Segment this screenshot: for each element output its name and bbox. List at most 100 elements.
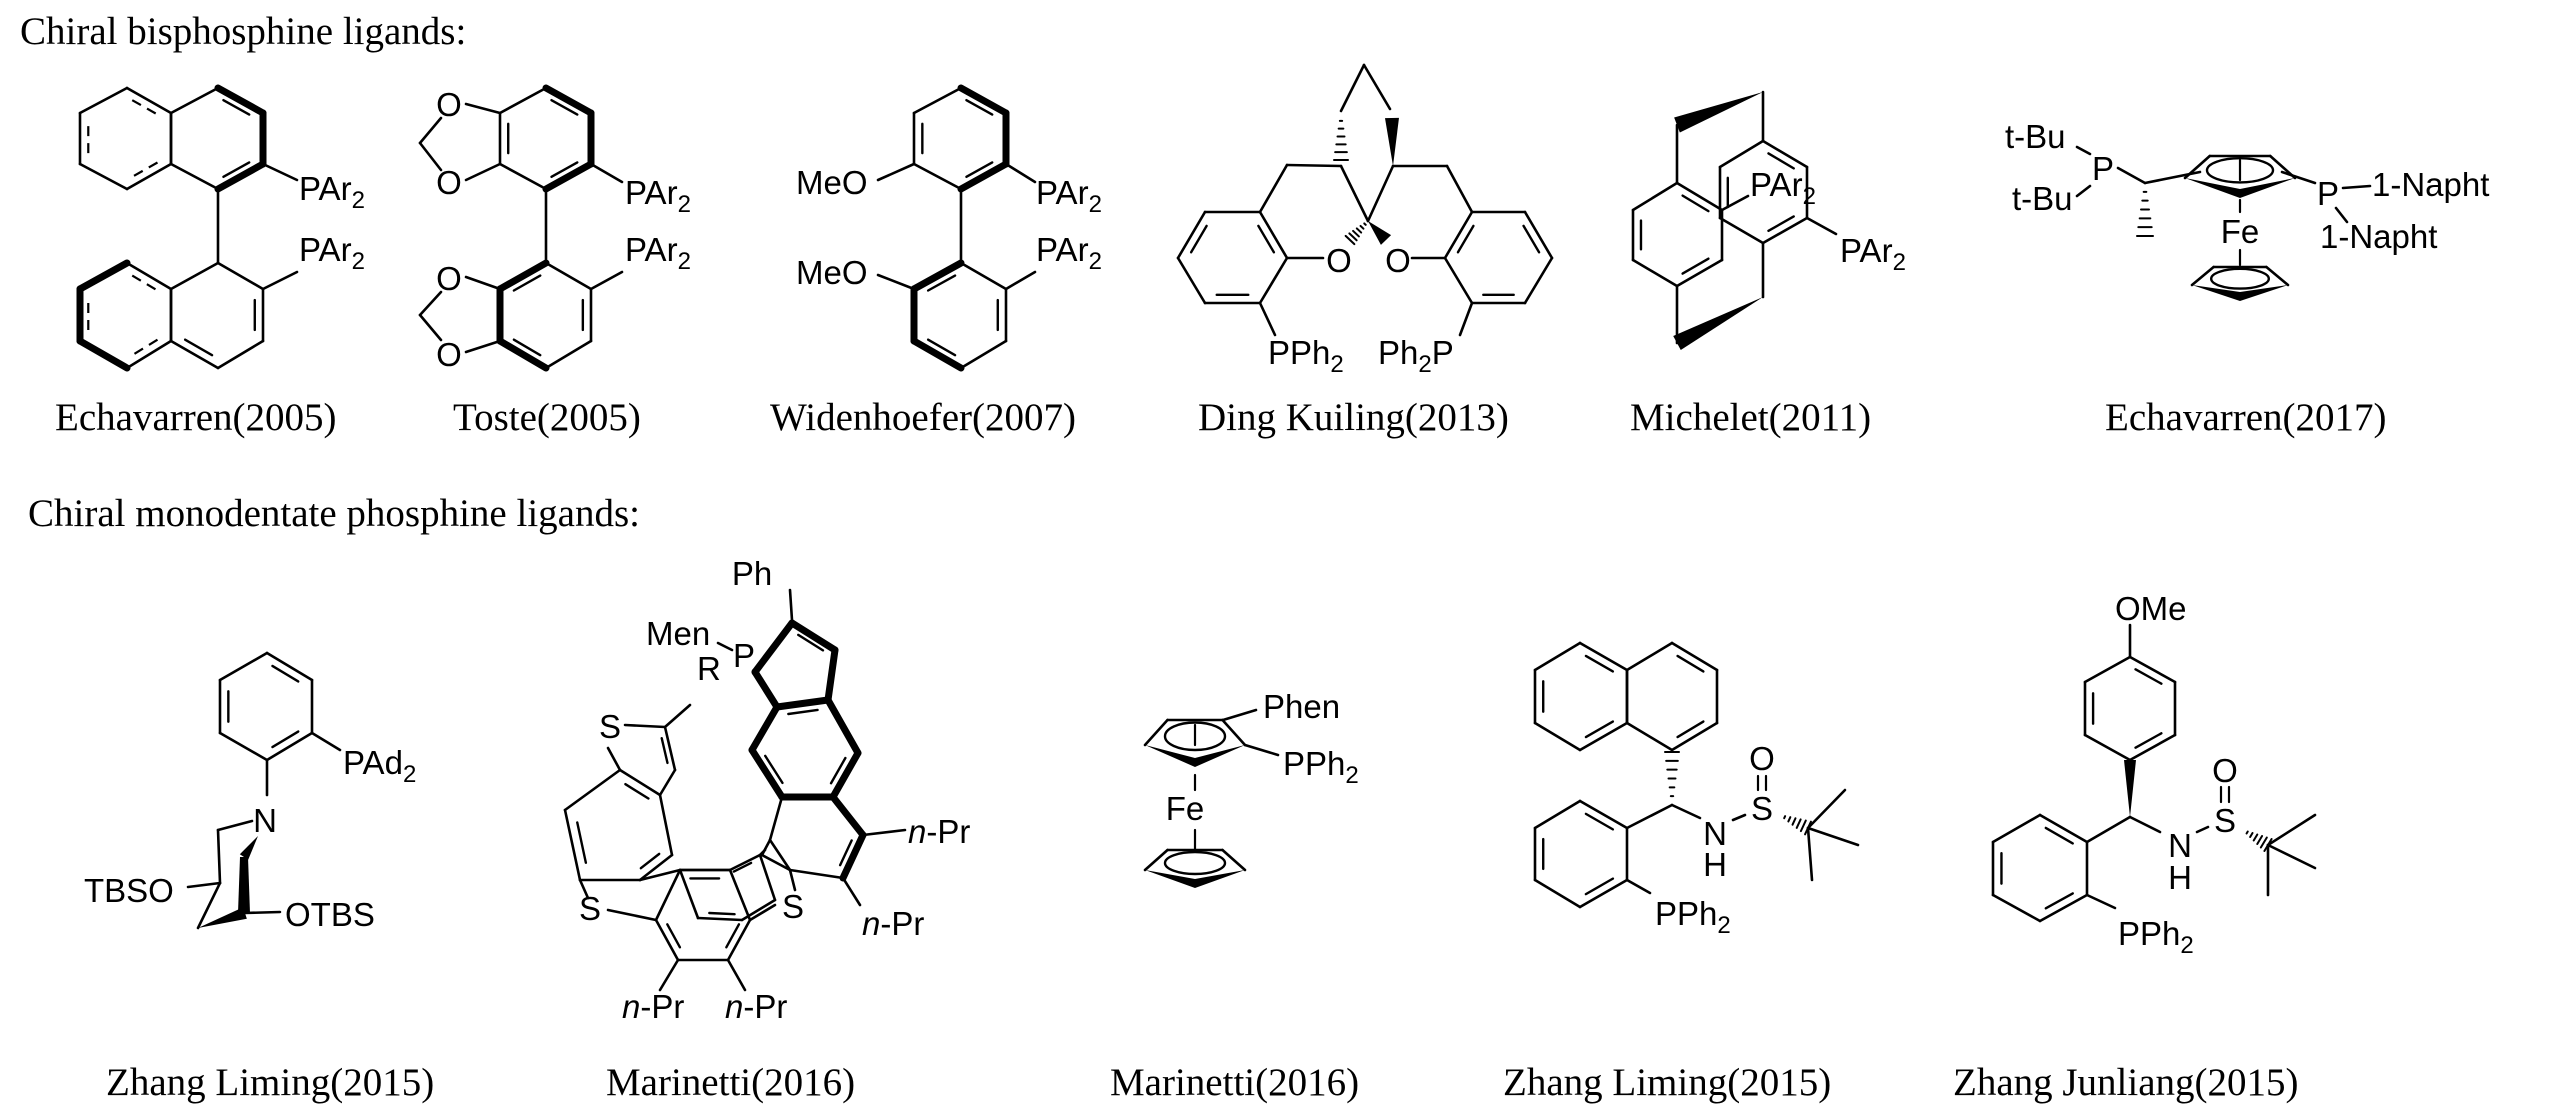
bond bbox=[758, 853, 777, 902]
bond bbox=[663, 725, 677, 772]
bond bbox=[125, 86, 173, 115]
bond bbox=[1806, 826, 1860, 847]
bond bbox=[2256, 834, 2264, 846]
bond bbox=[957, 160, 1010, 193]
bond bbox=[1443, 210, 1474, 260]
bond bbox=[728, 853, 762, 872]
bond bbox=[578, 878, 590, 900]
caption-zhang-liming-2015-a: Zhang Liming(2015) bbox=[106, 1061, 435, 1104]
bond bbox=[2341, 184, 2372, 190]
bond bbox=[542, 160, 595, 193]
bond bbox=[1258, 163, 1289, 214]
bond bbox=[183, 338, 214, 357]
nitrogen-label: N bbox=[253, 802, 277, 839]
bond bbox=[788, 588, 794, 622]
bond bbox=[841, 876, 862, 907]
bond bbox=[196, 881, 222, 930]
cp-front-edge bbox=[2192, 285, 2288, 301]
bond bbox=[1767, 215, 1795, 233]
section-heading-bisphosphine: Chiral bisphosphine ligands: bbox=[20, 10, 467, 53]
bond bbox=[2183, 154, 2212, 180]
bond bbox=[663, 703, 692, 729]
bond bbox=[216, 819, 254, 832]
bond bbox=[654, 918, 680, 962]
bond bbox=[169, 86, 220, 115]
bond bbox=[1631, 258, 1679, 288]
npr-label: n-Pr bbox=[908, 813, 970, 850]
phosphorus-label: P bbox=[2092, 150, 2114, 187]
bond bbox=[1625, 803, 1674, 830]
bond bbox=[957, 84, 1010, 117]
npr-label: n-Pr bbox=[622, 988, 684, 1025]
bond bbox=[169, 339, 220, 370]
bond bbox=[748, 703, 781, 754]
bond bbox=[965, 98, 994, 116]
bond bbox=[959, 339, 1008, 370]
bond bbox=[512, 274, 542, 292]
bond bbox=[1443, 256, 1474, 305]
bond bbox=[2265, 265, 2290, 287]
bond bbox=[1783, 815, 1787, 820]
bond bbox=[912, 86, 963, 115]
npr-label: n-Pr bbox=[862, 905, 924, 942]
bond bbox=[1258, 256, 1289, 305]
phenanthryl-label: Phen bbox=[1263, 688, 1340, 725]
bond bbox=[1578, 641, 1629, 672]
bond bbox=[2038, 893, 2089, 923]
bond bbox=[1176, 210, 1207, 260]
bond bbox=[2038, 813, 2089, 844]
bond bbox=[716, 641, 734, 652]
bond bbox=[638, 868, 682, 882]
bond bbox=[563, 808, 582, 882]
bond bbox=[498, 162, 548, 191]
bond bbox=[2044, 826, 2074, 845]
bond bbox=[576, 821, 588, 864]
bond bbox=[758, 848, 767, 857]
bond bbox=[1805, 216, 1838, 236]
bond bbox=[1143, 718, 1169, 747]
caption-zhang-junliang-2015: Zhang Junliang(2015) bbox=[1953, 1061, 2299, 1104]
bond bbox=[788, 868, 845, 880]
bond bbox=[544, 261, 593, 291]
bond bbox=[1584, 812, 1615, 831]
bond bbox=[78, 162, 129, 191]
bond bbox=[1258, 210, 1289, 260]
wedge-bond bbox=[198, 907, 247, 928]
bond bbox=[464, 275, 502, 291]
bond bbox=[214, 160, 267, 193]
par2-label: PAr2 bbox=[299, 170, 365, 214]
bond bbox=[1285, 163, 1343, 168]
caption-zhang-liming-2015-b: Zhang Liming(2015) bbox=[1503, 1061, 1832, 1104]
bond bbox=[265, 651, 314, 682]
bond bbox=[1791, 817, 1797, 826]
bond bbox=[1221, 718, 1247, 747]
phosphorus-label: P bbox=[733, 637, 755, 674]
bond bbox=[1344, 234, 1356, 246]
bond bbox=[214, 84, 267, 117]
bond bbox=[1339, 164, 1370, 223]
bond bbox=[496, 259, 550, 293]
bond bbox=[1718, 216, 1765, 245]
aromatic-dash-bond bbox=[131, 161, 159, 178]
wedge-bond bbox=[1368, 221, 1392, 245]
caption-echavarren-2017: Echavarren(2017) bbox=[2105, 396, 2387, 439]
bond bbox=[1445, 164, 1474, 214]
bond bbox=[1625, 721, 1674, 752]
bond bbox=[1366, 164, 1395, 223]
bond bbox=[797, 633, 825, 652]
bond bbox=[751, 668, 781, 711]
oxygen-label: O bbox=[1326, 242, 1352, 279]
bond bbox=[708, 911, 736, 916]
bond bbox=[910, 337, 965, 372]
bond bbox=[726, 918, 752, 962]
bond bbox=[1363, 222, 1367, 226]
bond bbox=[1362, 63, 1392, 111]
bond bbox=[2249, 831, 2254, 839]
oxygen-label: O bbox=[1385, 242, 1411, 279]
oxygen-label: O bbox=[436, 336, 462, 373]
